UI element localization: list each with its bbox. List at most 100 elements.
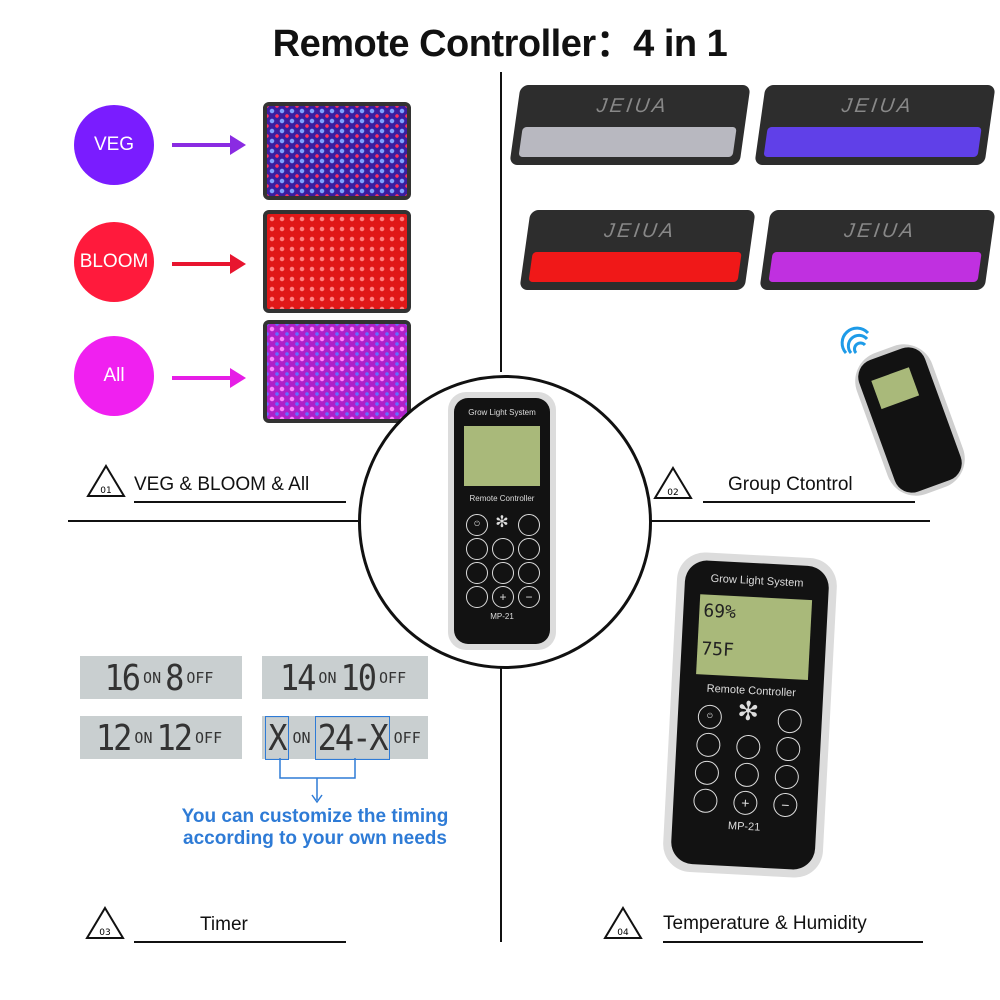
timer-on-value: 14: [279, 656, 317, 699]
bloom-arrow-icon: [172, 254, 246, 274]
section-04-label: Temperature & Humidity: [663, 913, 867, 934]
section-02-label: Group Ctontrol: [728, 474, 853, 495]
fixture-brand: JEIUA: [840, 95, 916, 117]
vertical-divider-top: [500, 72, 502, 372]
bloom-mode-badge: BLOOM: [74, 222, 154, 302]
bracket-arrow-icon: [279, 758, 356, 804]
grow-light-fixture: JEIUA: [754, 85, 996, 165]
bloom-button: [492, 538, 514, 560]
section-03-num: 03: [99, 928, 110, 938]
timer-14-button: [492, 562, 514, 584]
triangle-icon: 03: [85, 906, 125, 939]
lcd-on-label: ON: [318, 668, 337, 687]
lcd-off-label: OFF: [186, 668, 214, 687]
lcd-temperature: 75F: [700, 638, 735, 662]
timer-12-button: [466, 562, 488, 584]
timer-on-value: 12: [95, 716, 133, 759]
remote-header: Grow Light System: [468, 408, 536, 417]
remote-header: Grow Light System: [710, 572, 804, 590]
section-01-badge: 01: [86, 464, 126, 498]
timer-on-value: 16: [104, 656, 142, 699]
lcd-on-label: ON: [134, 728, 153, 747]
veg-label: VEG: [93, 134, 135, 155]
grow-light-fixture: JEIUA: [759, 210, 996, 290]
section-02-underline: [703, 501, 915, 503]
grow-light-fixture: JEIUA: [509, 85, 751, 165]
remote-lcd: [464, 426, 540, 486]
all-button: [518, 538, 540, 560]
group-button: [777, 708, 803, 734]
remote-lcd: 69% 75F: [696, 594, 813, 680]
veg-button: [466, 538, 488, 560]
customize-note: You can customize the timing according t…: [181, 806, 449, 849]
bloom-label: BLOOM: [79, 251, 149, 272]
section-04-num: 04: [617, 928, 629, 938]
section-03-badge: 03: [85, 906, 125, 940]
veg-arrow-icon: [172, 135, 246, 155]
leaf-icon: ✻: [736, 694, 760, 726]
veg-light-panel: [263, 102, 411, 200]
wifi-icon: [840, 325, 874, 359]
remote-subtitle: Remote Controller: [469, 494, 535, 503]
triangle-icon: 02: [653, 466, 693, 499]
all-arrow-icon: [172, 368, 246, 388]
veg-mode-badge: VEG: [74, 105, 154, 185]
lcd-on-label: ON: [292, 728, 311, 747]
minus-button: −: [772, 792, 798, 818]
group-button: [518, 514, 540, 536]
timer-off-value: 8: [165, 656, 184, 699]
bloom-button: [735, 734, 761, 760]
veg-button: [695, 732, 721, 758]
remote-model: MP-21: [490, 612, 514, 621]
timer-14-button: [734, 762, 760, 788]
custom-button: [692, 788, 719, 814]
timer-off-value: 24-X: [314, 715, 390, 760]
wifi-signal: [840, 326, 870, 355]
timer-on-value: X: [265, 715, 289, 760]
section-04-underline: [663, 941, 923, 943]
section-02-badge: 02: [653, 466, 693, 500]
timer-16-button: [518, 562, 540, 584]
horizontal-divider-left: [68, 520, 358, 522]
plus-button: +: [732, 790, 759, 816]
section-02-num: 02: [667, 488, 678, 498]
section-01-num: 01: [100, 486, 111, 496]
all-button: [775, 736, 801, 762]
section-04-badge: 04: [603, 906, 643, 940]
timer-off-value: 10: [340, 656, 377, 699]
all-label: All: [103, 365, 125, 386]
fixture-brand: JEIUA: [602, 220, 678, 242]
fixture-brand: JEIUA: [595, 95, 671, 117]
horizontal-divider-right: [643, 520, 930, 522]
triangle-icon: 04: [603, 906, 643, 939]
minus-button: −: [518, 586, 540, 608]
lcd-on-label: ON: [143, 668, 162, 687]
lcd-off-label: OFF: [393, 728, 421, 747]
section-03-underline: [134, 941, 346, 943]
vertical-divider-bottom: [500, 660, 502, 942]
page-title: Remote Controller：4 in 1: [272, 23, 728, 65]
section-01-label: VEG & BLOOM & All: [134, 474, 310, 495]
leaf-icon: ✻: [495, 514, 509, 531]
lcd-humidity: 69%: [702, 600, 737, 624]
fixture-brand: JEIUA: [842, 220, 918, 242]
timer-off-value: 12: [156, 716, 193, 759]
lcd-off-label: OFF: [379, 668, 407, 687]
plus-button: +: [492, 586, 514, 608]
power-button: ⏻: [697, 704, 723, 730]
timer-16-button: [774, 764, 800, 790]
grow-light-fixture: JEIUA: [519, 210, 756, 290]
center-remote-image: Grow Light System Remote Controller ⏻ ✻ …: [448, 392, 556, 650]
all-light-panel: [263, 320, 411, 423]
bloom-light-panel: [263, 210, 411, 313]
power-button: ⏻: [466, 514, 488, 536]
all-mode-badge: All: [74, 336, 154, 416]
small-remote-image: [846, 335, 974, 505]
section-03-label: Timer: [200, 914, 248, 935]
timer-12-button: [694, 760, 720, 786]
custom-button: [466, 586, 488, 608]
